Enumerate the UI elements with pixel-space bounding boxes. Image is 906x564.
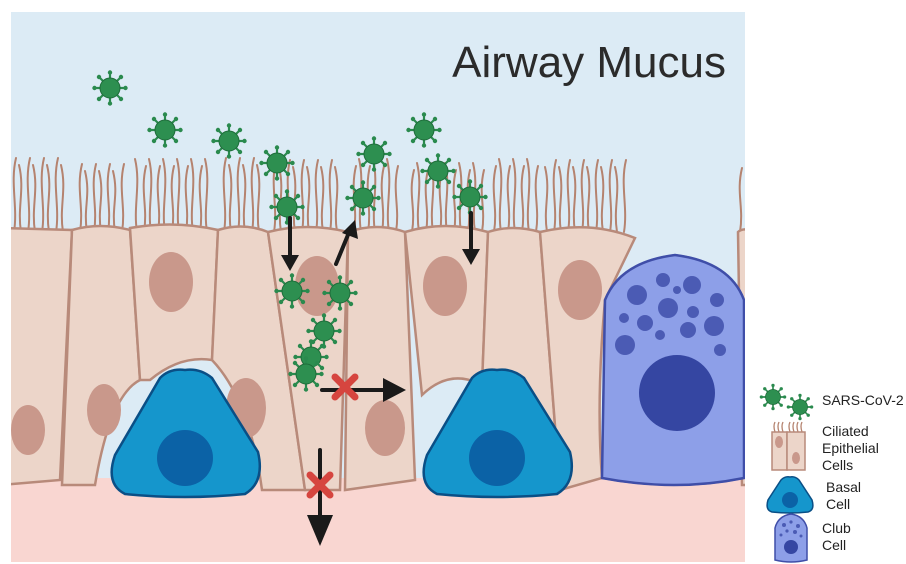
virus-icon	[406, 112, 441, 147]
virus-pair-icon	[760, 384, 814, 421]
virus-icon	[211, 123, 246, 158]
virus-icon	[345, 180, 380, 215]
virus-icon	[322, 275, 357, 310]
legend-item-ciliated-epithelial-cells: Ciliated Epithelial Cells	[772, 422, 879, 473]
legend-label-sars-cov-2: SARS-CoV-2	[822, 392, 904, 408]
virus-icon	[274, 273, 309, 308]
legend-label-epithelial: Epithelial	[822, 440, 879, 456]
virus-icon	[452, 179, 487, 214]
basal-cell-icon	[767, 477, 813, 513]
virus-icon	[356, 136, 391, 171]
club-cell-icon	[775, 514, 807, 562]
ciliated-cells-icon	[772, 422, 805, 470]
legend-item-sars-cov-2: SARS-CoV-2	[760, 384, 904, 421]
virus-icon	[288, 356, 323, 391]
legend-label-club-cell: Cell	[822, 537, 846, 553]
nucleus	[149, 252, 193, 312]
legend-item-club-cell: Club Cell	[775, 514, 851, 562]
diagram-panel: Airway Mucus	[0, 12, 750, 562]
legend-label-basal: Basal	[826, 479, 861, 495]
virus-icon	[269, 189, 304, 224]
legend-label-cells: Cells	[822, 457, 853, 473]
nucleus	[558, 260, 602, 320]
nucleus	[87, 384, 121, 436]
virus-icon	[420, 153, 455, 188]
legend-item-basal-cell: Basal Cell	[767, 477, 861, 513]
legend-label-basal-cell: Cell	[826, 496, 850, 512]
nucleus	[365, 400, 405, 456]
nucleus	[423, 256, 467, 316]
legend: SARS-CoV-2 Ciliated Epithelial	[760, 384, 904, 562]
legend-label-ciliated: Ciliated	[822, 423, 869, 439]
nucleus	[11, 405, 45, 455]
virus-icon	[147, 112, 182, 147]
legend-label-club: Club	[822, 520, 851, 536]
virus-icon	[259, 145, 294, 180]
diagram-title: Airway Mucus	[452, 38, 726, 87]
club-cell	[602, 255, 744, 485]
virus-icon	[92, 70, 127, 105]
